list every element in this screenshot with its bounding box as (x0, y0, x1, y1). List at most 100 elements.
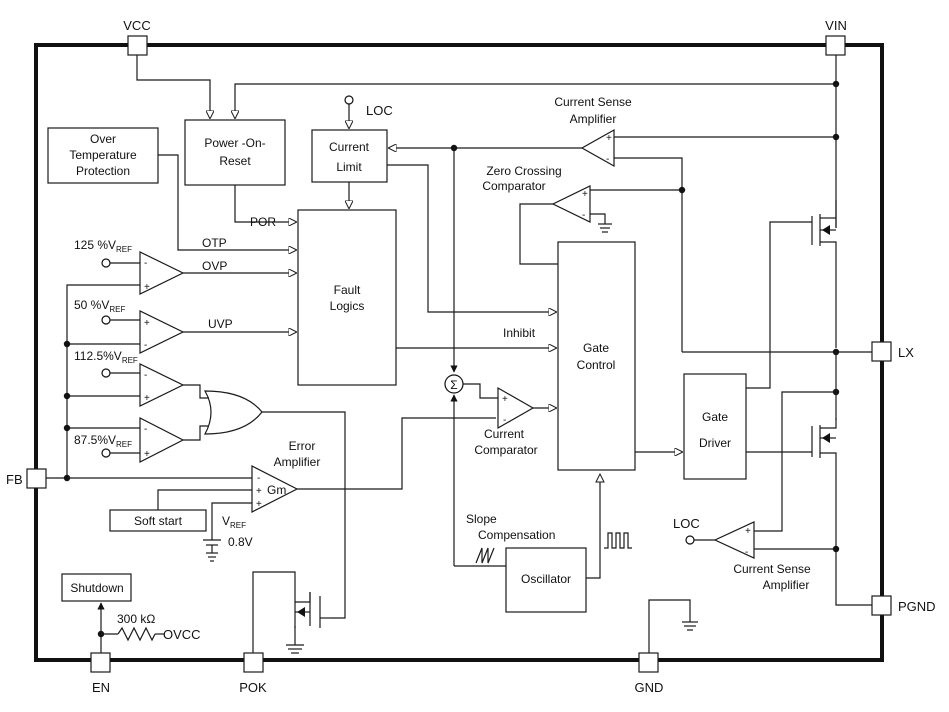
svg-text:Inhibit: Inhibit (503, 326, 536, 340)
pin-vin[interactable]: VIN (825, 18, 847, 56)
low-side-mosfet (746, 418, 872, 606)
svg-text:Current: Current (484, 427, 525, 441)
gate-driver-block: Gate Driver (683, 373, 747, 480)
svg-text:125 %VREF: 125 %VREF (74, 238, 132, 254)
svg-text:Gm: Gm (267, 483, 286, 497)
gate-control-block: Gate Control (557, 241, 636, 471)
svg-text:Amplifier: Amplifier (570, 112, 617, 126)
otp-block: Over Temperature Protection (47, 127, 159, 184)
svg-text:+: + (606, 133, 612, 144)
svg-text:+: + (502, 394, 508, 405)
pin-vcc-label: VCC (123, 18, 150, 33)
high-side-mosfet (746, 200, 837, 389)
fault-logics-block: Fault Logics (297, 209, 397, 386)
svg-text:Amplifier: Amplifier (274, 455, 321, 469)
svg-text:OVCC: OVCC (163, 627, 201, 642)
zero-crossing-comparator: + - Zero Crossing Comparator (482, 164, 686, 265)
svg-text:-: - (144, 340, 147, 351)
or-gate (183, 384, 346, 619)
svg-text:Error: Error (289, 439, 316, 453)
svg-text:-: - (257, 473, 260, 484)
pin-lx-label: LX (898, 345, 914, 360)
svg-text:+: + (582, 189, 588, 200)
pin-pok[interactable]: POK (239, 652, 267, 695)
svg-text:Current Sense: Current Sense (554, 95, 632, 109)
svg-text:Shutdown: Shutdown (70, 581, 123, 595)
pin-pok-label: POK (239, 680, 267, 695)
svg-text:Oscillator: Oscillator (521, 572, 571, 586)
svg-text:OTP: OTP (202, 236, 227, 250)
summing-node: Σ (444, 374, 506, 567)
svg-text:OVP: OVP (202, 259, 227, 273)
svg-text:Slope: Slope (466, 512, 497, 526)
pin-lx[interactable]: LX (871, 341, 914, 362)
svg-text:Control: Control (577, 358, 616, 372)
svg-text:Comparator: Comparator (474, 443, 537, 457)
svg-text:Gate: Gate (702, 410, 728, 424)
loc-bottom-label: LOC (673, 516, 700, 531)
current-sense-amp-bottom: + - Current Sense Amplifier LOC (673, 516, 811, 592)
svg-text:Driver: Driver (699, 436, 731, 450)
svg-text:UVP: UVP (208, 317, 233, 331)
svg-text:Amplifier: Amplifier (763, 578, 810, 592)
pin-gnd[interactable]: GND (635, 652, 664, 695)
svg-text:-: - (582, 210, 585, 221)
svg-text:Limit: Limit (336, 160, 362, 174)
svg-text:300 kΩ: 300 kΩ (117, 612, 155, 626)
svg-text:Zero Crossing: Zero Crossing (486, 164, 561, 178)
ovp-comparator: - + 125 %VREF (74, 238, 185, 295)
svg-text:+: + (256, 499, 262, 510)
en-wiring: 300 kΩ OVCC (97, 602, 201, 653)
pin-vin-label: VIN (825, 18, 847, 33)
svg-text:-: - (144, 370, 147, 381)
pin-fb[interactable]: FB (6, 468, 47, 489)
svg-text:Σ: Σ (450, 378, 457, 392)
svg-text:50 %VREF: 50 %VREF (74, 298, 125, 314)
svg-text:Current: Current (329, 140, 370, 154)
svg-text:+: + (144, 318, 150, 329)
gnd-wiring (648, 599, 698, 653)
svg-text:-: - (606, 154, 609, 165)
pin-fb-label: FB (6, 472, 23, 487)
svg-text:VREF: VREF (222, 514, 246, 530)
pok-mosfet (252, 571, 330, 654)
svg-text:-: - (745, 547, 748, 558)
svg-text:Power -On-: Power -On- (204, 136, 265, 150)
svg-text:Comparator: Comparator (482, 179, 545, 193)
pin-pgnd-label: PGND (898, 599, 936, 614)
uvp-comparator: + - 50 %VREF (74, 298, 185, 354)
current-limit-block: Current Limit (311, 129, 388, 183)
oscillator-block: Oscillator (505, 547, 587, 613)
pin-pgnd[interactable]: PGND (871, 595, 936, 616)
svg-text:112.5%VREF: 112.5%VREF (74, 349, 138, 365)
pin-en[interactable]: EN (90, 652, 111, 695)
loc-top-input: LOC (344, 95, 393, 128)
svg-text:0.8V: 0.8V (228, 535, 253, 549)
fb-bus (46, 284, 252, 482)
svg-text:Soft start: Soft start (134, 514, 183, 528)
current-sense-amp-top: + - Current Sense Amplifier (389, 95, 683, 352)
slope-compensation: Slope Compensation (466, 472, 632, 579)
svg-text:Temperature: Temperature (69, 148, 137, 162)
svg-text:Over: Over (90, 132, 116, 146)
svg-text:-: - (503, 415, 506, 426)
pin-vcc[interactable]: VCC (123, 18, 151, 56)
error-amplifier: - + + Gm Error Amplifier VREF 0.8V (157, 417, 496, 562)
svg-text:+: + (144, 282, 150, 293)
shutdown-block: Shutdown (61, 573, 132, 602)
pin-en-label: EN (92, 680, 110, 695)
svg-text:Logics: Logics (330, 299, 365, 313)
svg-text:Protection: Protection (76, 164, 130, 178)
svg-text:+: + (256, 486, 262, 497)
svg-text:Current Sense: Current Sense (733, 562, 811, 576)
svg-text:-: - (144, 424, 147, 435)
svg-text:Reset: Reset (219, 154, 251, 168)
svg-text:+: + (144, 449, 150, 460)
svg-text:87.5%VREF: 87.5%VREF (74, 433, 132, 449)
power-on-reset-block: Power -On- Reset (184, 119, 286, 186)
svg-text:POR: POR (250, 215, 276, 229)
svg-text:+: + (144, 393, 150, 404)
svg-text:Compensation: Compensation (478, 528, 555, 542)
svg-text:Gate: Gate (583, 341, 609, 355)
